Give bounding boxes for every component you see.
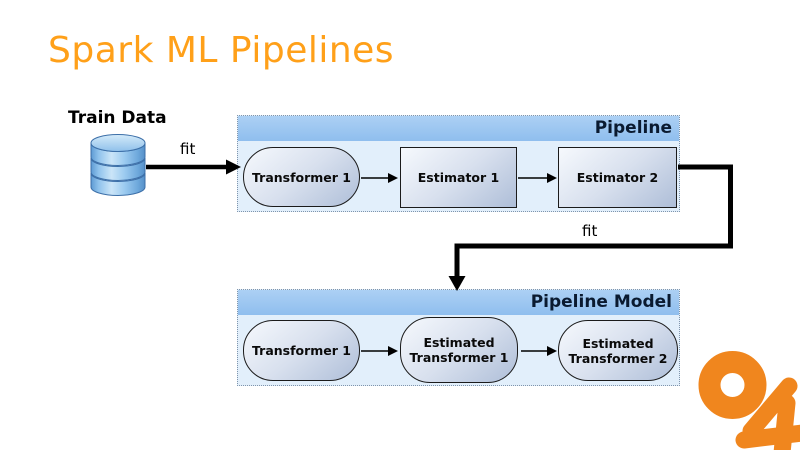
fit-label-pipeline: fit	[582, 222, 598, 240]
node-model-transformer-1: Transformer 1	[243, 320, 360, 381]
database-icon	[90, 134, 146, 196]
slide-title: Spark ML Pipelines	[48, 30, 395, 71]
pipeline-box-title: Pipeline	[238, 116, 679, 141]
node-estimated-transformer-2: Estimated Transformer 2	[558, 320, 678, 381]
train-data-label: Train Data	[68, 108, 167, 128]
pipeline-model-box-title: Pipeline Model	[238, 290, 679, 315]
node-estimator-2: Estimator 2	[558, 147, 677, 208]
fit-label-train: fit	[180, 140, 196, 158]
node-estimator-1: Estimator 1	[400, 147, 517, 208]
ok-logo-ring	[698, 351, 767, 419]
fit-arrow-train-to-pipeline	[146, 159, 241, 175]
node-transformer-1: Transformer 1	[243, 147, 360, 207]
node-estimated-transformer-1: Estimated Transformer 1	[400, 317, 518, 383]
ok-logo	[698, 351, 800, 450]
